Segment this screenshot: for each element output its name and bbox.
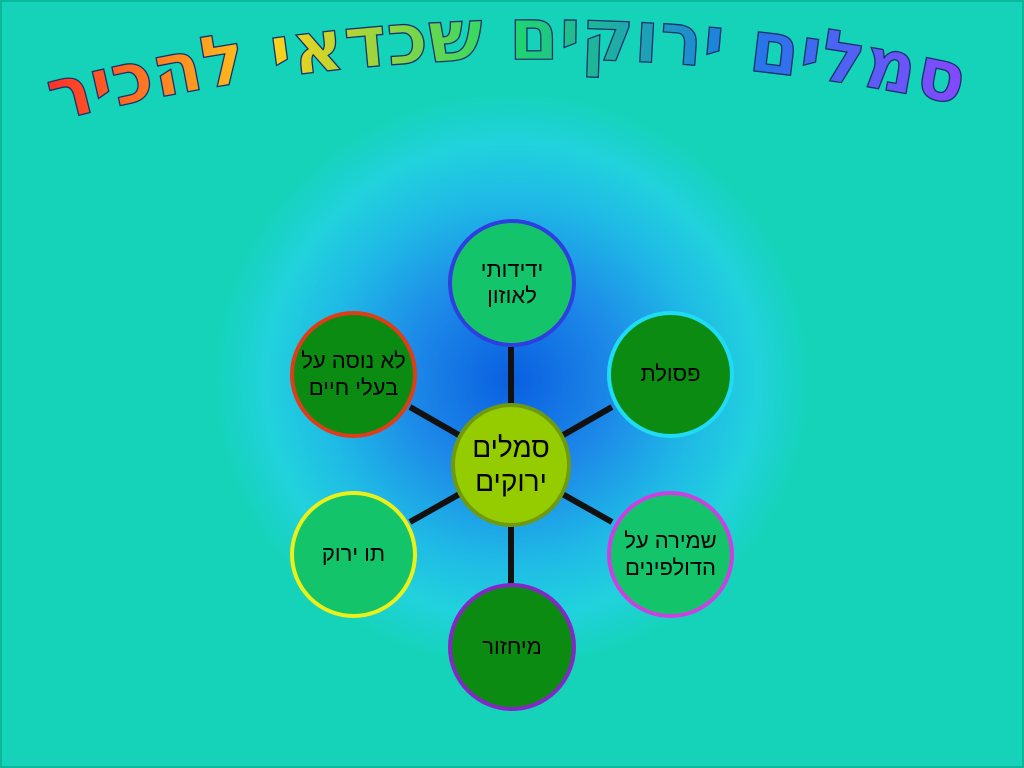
node-recycling: מיחזור <box>448 583 576 711</box>
node-dolphin-safe: שמירה על הדולפינים <box>607 491 734 618</box>
node-label: פסולת <box>640 361 701 387</box>
node-label: לא נוסה על בעלי חיים <box>301 348 406 400</box>
node-green-label: תו ירוק <box>290 491 417 618</box>
node-label: שמירה על הדולפינים <box>624 528 717 580</box>
hub-label: סמלים ירוקים <box>472 431 550 497</box>
node-label: מיחזור <box>482 633 542 659</box>
node-label: ידידותי לאוזון <box>480 256 544 308</box>
node-not-tested-on-animals: לא נוסה על בעלי חיים <box>290 311 417 438</box>
slide-title-art: סמלים ירוקים שכדאי להכיר <box>38 0 975 139</box>
hub-node: סמלים ירוקים <box>451 403 571 527</box>
node-label: תו ירוק <box>321 541 386 567</box>
node-ozone-friendly: ידידותי לאוזון <box>448 219 576 347</box>
node-waste: פסולת <box>607 311 734 438</box>
